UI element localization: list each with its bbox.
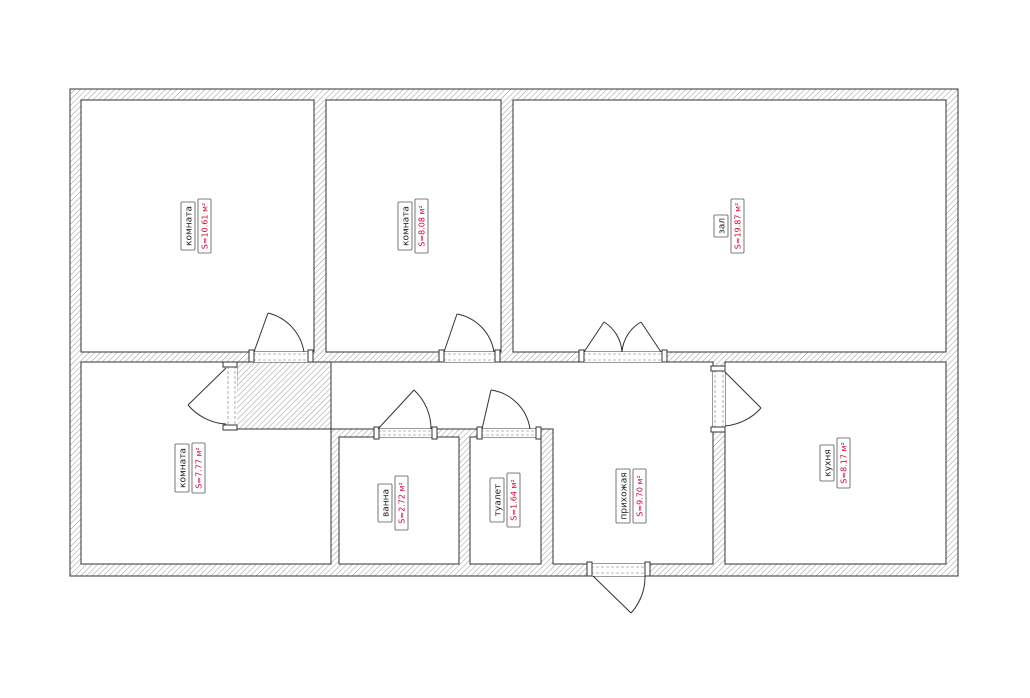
room-name: зал (718, 218, 728, 234)
door-room-1 (253, 312, 305, 353)
room-area: S=8.17 м² (840, 442, 849, 483)
door-thresholds (227, 353, 724, 574)
room-label-room-1: комната S=10.61 м² (180, 198, 212, 254)
room-area: S=1.64 м² (510, 479, 519, 520)
door-bath (377, 389, 432, 430)
door-openings (226, 352, 725, 576)
door-hall (583, 321, 662, 353)
room-label-room-2: комната S=8.08 м² (397, 198, 429, 254)
room-area: S=19.87 м² (734, 203, 743, 249)
room-label-bath: ванна S=2.72 м² (377, 475, 409, 531)
room-name: кухня (824, 449, 834, 476)
door-room-3 (187, 367, 227, 425)
room-name: комната (179, 448, 189, 488)
room-name: туалет (494, 484, 504, 517)
room-label-hall: зал S=19.87 м² (713, 198, 745, 254)
walls (69, 88, 959, 577)
room-label-corridor: прихожая S=9.70 м² (615, 468, 647, 524)
room-area: S=9.70 м² (636, 475, 645, 516)
room-area: S=8.08 м² (418, 205, 427, 246)
room-label-room-3: комната S=7.77 м² (174, 442, 206, 494)
room-area: S=7.77 м² (195, 447, 204, 488)
door-kitchen (724, 371, 762, 427)
door-toilet (481, 389, 531, 430)
door-jambs (222, 349, 726, 577)
room-label-kitchen: кухня S=8.17 м² (819, 437, 851, 489)
room-name: прихожая (620, 472, 630, 519)
room-label-toilet: туалет S=1.64 м² (489, 472, 521, 528)
room-area: S=2.72 м² (398, 482, 407, 523)
room-name: комната (185, 206, 195, 246)
door-swings (187, 312, 762, 614)
room-name: комната (402, 206, 412, 246)
door-entrance (592, 575, 646, 614)
room-name: ванна (382, 489, 392, 517)
room-area: S=10.61 м² (201, 203, 210, 249)
door-room-2 (443, 313, 495, 353)
